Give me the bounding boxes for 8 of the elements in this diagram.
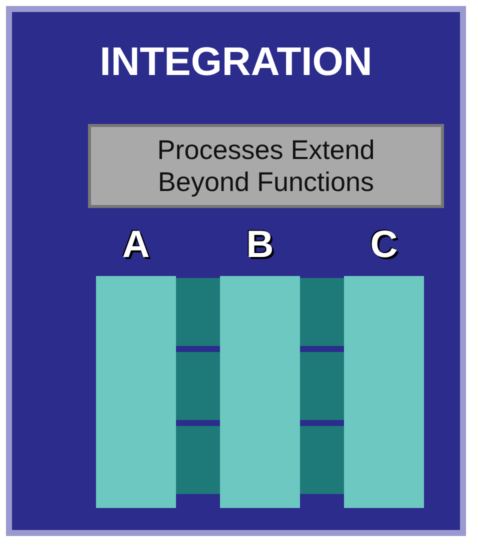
column-heading: A [121,224,151,267]
title: INTEGRATION [98,40,374,85]
column-bar [220,276,300,508]
column-heading: B [245,224,275,267]
column-bar [344,276,424,508]
banner-box: Processes Extend Beyond Functions [88,124,444,208]
column-heading: C [369,224,399,267]
column-bar [96,276,176,508]
